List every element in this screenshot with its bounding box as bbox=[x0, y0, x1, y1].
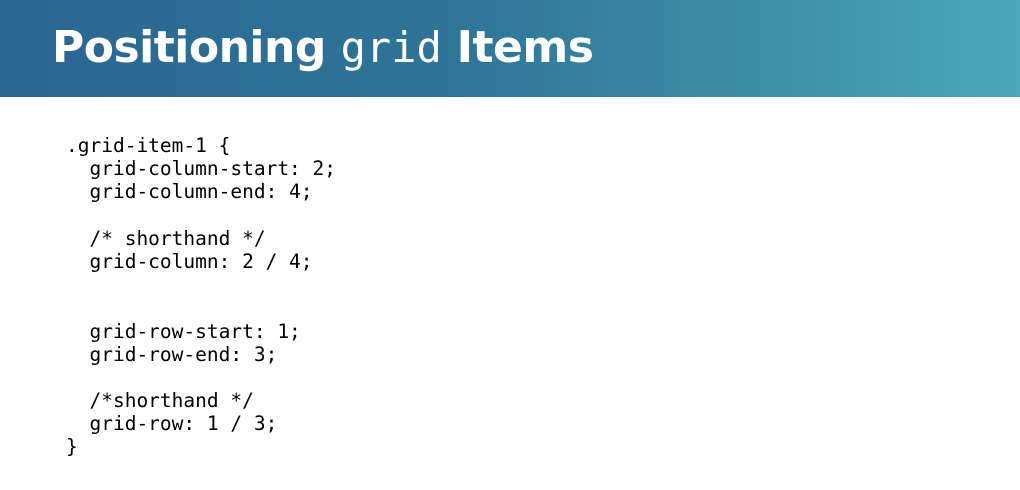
code-line: grid-row-start: 1; bbox=[66, 319, 301, 343]
code-line bbox=[66, 204, 336, 227]
code-line: grid-column-end: 4; bbox=[66, 180, 313, 204]
code-line: grid-column-start: 2; bbox=[66, 157, 337, 181]
slide-title: Positioning grid Items bbox=[52, 20, 594, 76]
title-code-word: grid bbox=[340, 23, 442, 72]
code-line: } bbox=[66, 435, 78, 459]
title-prefix: Positioning bbox=[52, 22, 341, 73]
code-line: grid-column: 2 / 4; bbox=[66, 249, 313, 273]
code-block: .grid-item-1 { grid-column-start: 2; gri… bbox=[66, 134, 336, 459]
code-line bbox=[66, 296, 336, 319]
code-line: grid-row: 1 / 3; bbox=[66, 412, 278, 436]
code-line: /*shorthand */ bbox=[66, 389, 254, 413]
code-line bbox=[66, 366, 336, 389]
title-banner: Positioning grid Items bbox=[0, 0, 1020, 97]
code-line: /* shorthand */ bbox=[66, 226, 266, 250]
title-suffix: Items bbox=[441, 22, 594, 73]
code-line bbox=[66, 273, 336, 296]
code-line: grid-row-end: 3; bbox=[66, 342, 278, 366]
code-line: .grid-item-1 { bbox=[66, 134, 231, 157]
